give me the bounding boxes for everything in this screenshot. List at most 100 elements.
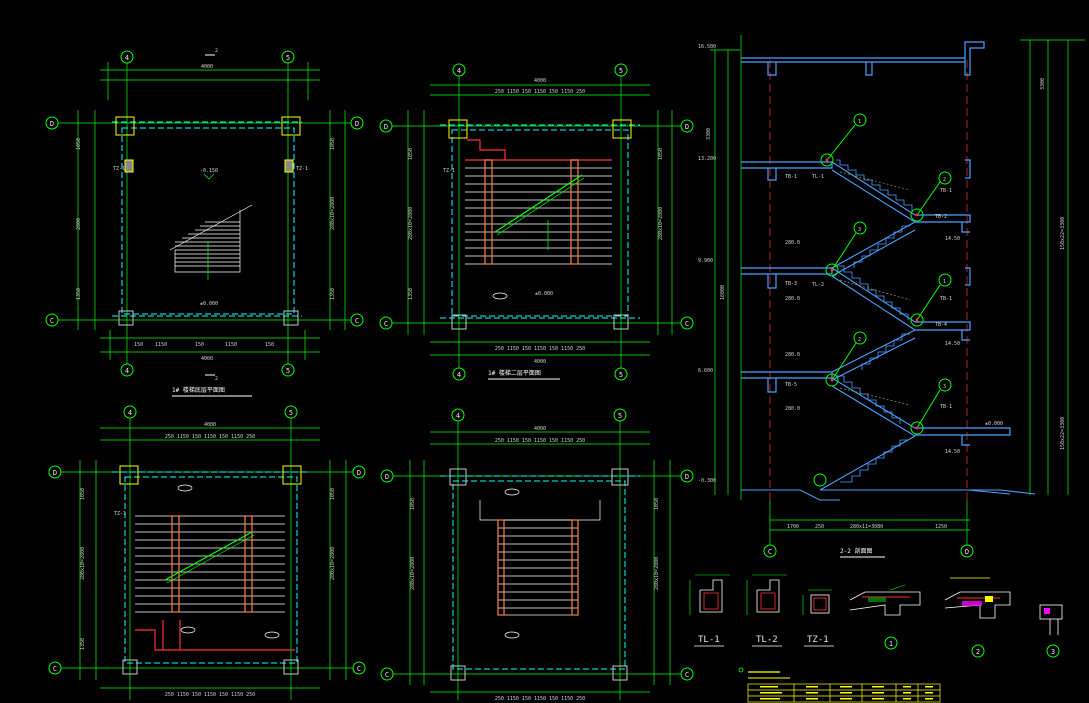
dashed-beams <box>112 121 302 317</box>
plan-ground-floor: 4 5 4 5 D C D C <box>45 48 364 397</box>
svg-text:1350: 1350 <box>76 288 82 300</box>
svg-text:±0.000: ±0.000 <box>200 301 218 307</box>
axis-label: C <box>385 671 389 679</box>
svg-text:4000: 4000 <box>201 356 213 362</box>
svg-text:250 1150 150 1150 150 115: 250 1150 150 1150 150 1150 250 <box>495 346 585 352</box>
svg-text:1350: 1350 <box>408 288 414 300</box>
svg-text:3: 3 <box>943 384 946 390</box>
beam-label: TL-2 <box>812 282 824 288</box>
svg-text:250 1150 150 1150 150 115: 250 1150 150 1150 150 1150 250 <box>165 434 255 440</box>
detail-label: 2 <box>976 648 980 656</box>
axis-label: 5 <box>619 67 623 75</box>
svg-text:1350: 1350 <box>330 288 336 300</box>
axis-label: 4 <box>128 409 132 417</box>
svg-text:280x10=2800: 280x10=2800 <box>330 547 336 580</box>
axis-label: D <box>385 473 389 481</box>
svg-text:14.50: 14.50 <box>945 449 960 455</box>
svg-text:280.0: 280.0 <box>785 352 800 358</box>
roof-slab <box>741 41 985 76</box>
detail-tl-1: TL-1 <box>689 574 730 647</box>
svg-text:1050: 1050 <box>410 498 416 510</box>
axis-label: D <box>384 123 388 131</box>
column-label: TZ-1 <box>443 168 455 174</box>
svg-text:1: 1 <box>943 279 946 285</box>
svg-text:250 1150 150 1150 150 115: 250 1150 150 1150 150 1150 250 <box>495 696 585 702</box>
svg-text:150x22=3300: 150x22=3300 <box>1060 217 1066 250</box>
svg-text:1050: 1050 <box>76 138 82 150</box>
svg-text:13.200: 13.200 <box>698 156 716 162</box>
svg-text:250: 250 <box>815 524 824 530</box>
svg-text:4000: 4000 <box>534 359 546 365</box>
plan-typical-floor: 4 5 D C D C <box>48 405 366 700</box>
svg-text:280x10=2800: 280x10=2800 <box>654 557 660 590</box>
section-2-2: 3300 16000 3300 150x22=3300 150x22=3300 … <box>698 35 1085 558</box>
axis-label: C <box>768 548 772 556</box>
svg-text:3300: 3300 <box>1040 78 1046 90</box>
axis-label: 4 <box>457 67 461 75</box>
svg-text:16000: 16000 <box>720 285 726 300</box>
flight-label: TB-3 <box>785 281 797 287</box>
axis-label: 4 <box>456 412 460 420</box>
svg-text:150: 150 <box>195 342 204 348</box>
svg-text:TB-1: TB-1 <box>940 188 952 194</box>
svg-text:280x10=2800: 280x10=2800 <box>80 547 86 580</box>
svg-text:280x11=3080: 280x11=3080 <box>850 524 883 530</box>
stair-flights <box>819 161 1036 495</box>
detail-tz-1: TZ-1 <box>802 589 834 647</box>
axis-label: C <box>53 665 57 673</box>
svg-text:280.0: 280.0 <box>785 240 800 246</box>
axis-label: D <box>355 120 359 128</box>
beam-label: TL-1 <box>812 174 824 180</box>
section-mark-label: 2 <box>215 48 218 54</box>
svg-text:1150: 1150 <box>225 342 237 348</box>
svg-text:1050: 1050 <box>654 498 660 510</box>
axis-label: D <box>965 548 969 556</box>
detail-label: 3 <box>1051 648 1055 656</box>
axis-label: D <box>685 473 689 481</box>
svg-text:±0.000: ±0.000 <box>985 421 1003 427</box>
svg-text:1050: 1050 <box>80 488 86 500</box>
svg-text:1# 楼梯二层平面图: 1# 楼梯二层平面图 <box>488 369 541 377</box>
svg-text:2: 2 <box>858 337 861 343</box>
callout-label: 1 <box>858 119 861 125</box>
svg-text:16.500: 16.500 <box>698 44 716 50</box>
axis-label: 5 <box>618 412 622 420</box>
axis-bubble-bottom-D: D <box>960 544 974 558</box>
svg-text:280x10=2800: 280x10=2800 <box>330 197 336 230</box>
svg-text:1050: 1050 <box>408 148 414 160</box>
svg-text:280x10=2800: 280x10=2800 <box>658 207 664 240</box>
svg-text:TZ-1: TZ-1 <box>296 166 308 172</box>
svg-text:2800: 2800 <box>76 218 82 230</box>
dimension-texts: 4000 4000 150 1150 150 1150 150 1050 280… <box>76 64 336 362</box>
svg-text:150: 150 <box>265 342 274 348</box>
svg-text:150: 150 <box>134 342 143 348</box>
detail-1: 1 <box>849 584 921 650</box>
axis-label: D <box>50 120 54 128</box>
svg-text:150x22=3300: 150x22=3300 <box>1060 417 1066 450</box>
detail-2: 2 <box>944 577 1011 658</box>
axis-label: 4 <box>125 54 129 62</box>
svg-text:14.50: 14.50 <box>945 236 960 242</box>
flight-label: TB-1 <box>785 174 797 180</box>
stair-start-flight <box>169 204 253 273</box>
detail-tl-2: TL-2 <box>746 574 787 647</box>
svg-text:250 1150 150 1150 150 115: 250 1150 150 1150 150 1150 250 <box>495 438 585 444</box>
axis-label: 5 <box>286 367 290 375</box>
axis-label: C <box>355 317 359 325</box>
plan-top-floor: 4 5 D C D C <box>380 408 694 702</box>
notes-table <box>738 667 941 703</box>
column-label: TZ-1 <box>113 166 125 172</box>
detail-sections: TL-1 TL-2 TZ-1 <box>689 574 1063 658</box>
column-label: TZ-1 <box>114 511 126 517</box>
detail-label: TZ-1 <box>807 635 829 645</box>
flight-label: TB-4 <box>935 322 947 328</box>
svg-text:14.50: 14.50 <box>945 341 960 347</box>
svg-text:280x10=2800: 280x10=2800 <box>408 207 414 240</box>
svg-text:-0.150: -0.150 <box>200 168 218 174</box>
axis-bubble-bottom-C: C <box>763 544 777 558</box>
detail-callouts <box>813 113 952 487</box>
svg-text:1050: 1050 <box>330 488 336 500</box>
detail-label: TL-2 <box>756 635 778 645</box>
